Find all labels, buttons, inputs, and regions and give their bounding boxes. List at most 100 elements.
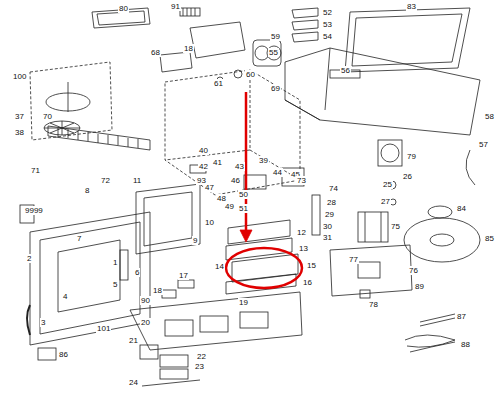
callout-number: 90 (140, 296, 151, 305)
callout-number: 75 (390, 222, 401, 231)
panel-54 (292, 32, 318, 42)
vent-piece (180, 8, 200, 16)
panel-53 (292, 20, 318, 30)
callout-number: 56 (340, 66, 351, 75)
turntable (404, 218, 480, 262)
callout-number: 43 (234, 162, 245, 171)
callout-number: 21 (128, 336, 139, 345)
fan-motor (253, 40, 281, 66)
bracket-68 (160, 52, 192, 72)
callout-number: 23 (194, 362, 205, 371)
callout-number: 83 (406, 2, 417, 11)
callout-number: 50 (238, 190, 249, 199)
door-glass (40, 222, 140, 334)
part-17 (178, 280, 194, 288)
callout-number: 9999 (24, 206, 44, 215)
part-24 (142, 380, 200, 386)
stirrer-cover (30, 62, 112, 140)
vent-cover (200, 316, 228, 332)
callout-number: 7 (76, 234, 82, 243)
callout-number: 26 (402, 172, 413, 181)
wire-87 (420, 314, 455, 326)
highlight-ellipse (226, 248, 302, 288)
highlight-arrowhead (240, 230, 252, 242)
callout-number: 68 (150, 48, 161, 57)
vent-cover (165, 320, 193, 336)
grille-slots (58, 128, 138, 148)
door-frame (30, 212, 150, 345)
callout-number: 42 (198, 162, 209, 171)
callout-number: 29 (324, 210, 335, 219)
callout-number: 13 (298, 244, 309, 253)
callout-number: 14 (214, 262, 225, 271)
callout-number: 74 (328, 184, 339, 193)
callout-number: 2 (26, 254, 32, 263)
fan-blade (381, 144, 399, 162)
base-plate (130, 292, 302, 350)
callout-number: 20 (140, 318, 151, 327)
callout-number: 30 (322, 222, 333, 231)
transformer-core (365, 212, 381, 242)
callout-number: 9 (192, 236, 198, 245)
callout-number: 10 (204, 218, 215, 227)
callout-number: 58 (484, 112, 495, 121)
filter-21 (140, 345, 158, 359)
callout-number: 55 (268, 48, 279, 57)
vent-cover (240, 312, 268, 328)
fan-bracket (190, 22, 245, 58)
callout-number: 88 (460, 340, 471, 349)
vent-grille (48, 126, 150, 150)
callout-number: 24 (128, 378, 139, 387)
fan-blade (267, 46, 281, 60)
part-45 (244, 175, 266, 189)
callout-number: 52 (322, 8, 333, 17)
power-cord (466, 150, 475, 185)
callout-number: 41 (212, 158, 223, 167)
callout-number: 31 (322, 233, 333, 242)
door-screen (58, 240, 120, 312)
roller-ring (428, 206, 452, 218)
callout-number: 60 (245, 70, 256, 79)
callout-number: 80 (118, 4, 129, 13)
callout-number: 51 (238, 204, 249, 213)
callout-number: 84 (456, 204, 467, 213)
callout-number: 8 (84, 186, 90, 195)
callout-number: 79 (406, 152, 417, 161)
callout-number: 86 (58, 350, 69, 359)
wire-harness-88 (405, 335, 455, 352)
callout-number: 49 (224, 202, 235, 211)
callout-number: 89 (414, 282, 425, 291)
oven-cavity (165, 70, 300, 195)
stirrer-shaft (68, 82, 69, 112)
callout-number: 59 (270, 32, 281, 41)
panel-52 (292, 8, 318, 18)
callout-number: 73 (296, 176, 307, 185)
transformer (358, 212, 388, 242)
callout-number: 76 (408, 266, 419, 275)
wrapper (285, 48, 480, 135)
callout-number: 4 (62, 292, 68, 301)
callout-number: 69 (270, 84, 281, 93)
part-18 (162, 290, 176, 298)
callout-number: 71 (30, 166, 41, 175)
door-handle (27, 305, 30, 335)
callout-number: 25 (382, 180, 393, 189)
callout-number: 77 (348, 255, 359, 264)
callout-number: 28 (326, 198, 337, 207)
callout-number: 101 (96, 324, 111, 333)
callout-number: 70 (42, 112, 53, 121)
callout-number: 16 (302, 278, 313, 287)
callout-number: 40 (198, 146, 209, 155)
cooling-fan (378, 140, 402, 166)
callout-number: 37 (14, 112, 25, 121)
back-plate-inner (352, 14, 462, 66)
callout-number: 22 (196, 352, 207, 361)
wrapper-edge (285, 48, 330, 120)
callout-number: 91 (170, 2, 181, 11)
callout-number: 5 (112, 280, 118, 289)
callout-number: 18 (152, 286, 163, 295)
part-78 (360, 290, 370, 298)
latch (120, 250, 128, 280)
callout-number: 38 (14, 128, 25, 137)
